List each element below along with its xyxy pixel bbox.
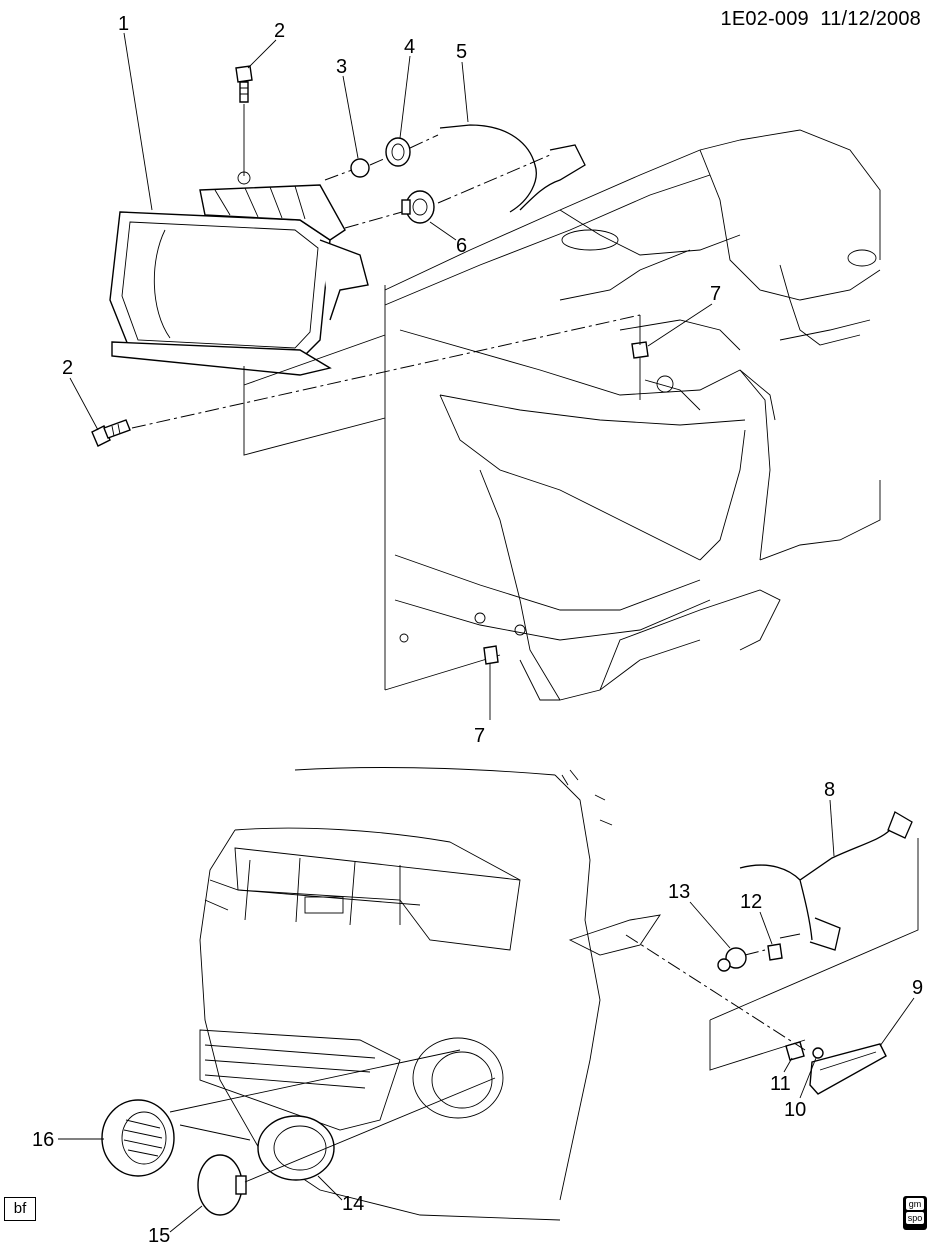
callout-6: 6 bbox=[456, 235, 467, 257]
logo-line1: gm bbox=[906, 1198, 924, 1210]
callout-7-bottom: 7 bbox=[474, 725, 485, 747]
callout-11: 11 bbox=[770, 1073, 791, 1095]
clip-7-lower bbox=[483, 645, 499, 665]
doc-id: 1E02-009 bbox=[720, 8, 809, 30]
vehicle-front-structure bbox=[384, 129, 881, 701]
callout-2-top: 2 bbox=[274, 20, 285, 42]
clip-12 bbox=[767, 943, 783, 961]
fog-lamp-housing-14 bbox=[257, 1115, 335, 1181]
fog-lamp-15 bbox=[197, 1154, 247, 1216]
clip-7-upper bbox=[631, 341, 649, 359]
bulb-3 bbox=[350, 158, 370, 178]
callout-2-bottom: 2 bbox=[62, 357, 73, 379]
callout-12: 12 bbox=[740, 891, 762, 913]
wiring-harness-5 bbox=[439, 124, 586, 213]
callout-15: 15 bbox=[148, 1225, 170, 1247]
upper-leader-lines bbox=[131, 104, 641, 720]
callout-13: 13 bbox=[668, 881, 690, 903]
callout-3: 3 bbox=[336, 56, 347, 78]
headlamp-assembly bbox=[109, 171, 369, 376]
callout-8: 8 bbox=[824, 779, 835, 801]
doc-date: 11/12/2008 bbox=[820, 8, 921, 30]
callout-1: 1 bbox=[118, 13, 129, 35]
diagram-header: 1E02-009 11/12/2008 bbox=[721, 8, 921, 31]
socket-6 bbox=[401, 190, 435, 224]
fog-lamp-bezel-16 bbox=[101, 1099, 175, 1177]
callout-7-top: 7 bbox=[710, 283, 721, 305]
bolt-upper bbox=[235, 65, 253, 103]
bolt-lower bbox=[91, 419, 131, 447]
callout-10: 10 bbox=[784, 1099, 806, 1121]
callout-5: 5 bbox=[456, 41, 467, 63]
callouts: 1 2 3 4 5 2 6 7 7 8 13 12 9 11 10 16 15 … bbox=[32, 13, 923, 1247]
callout-4: 4 bbox=[404, 36, 415, 58]
callout-16: 16 bbox=[32, 1129, 54, 1151]
callout-9: 9 bbox=[912, 977, 923, 999]
wiring-harness-8 bbox=[739, 811, 913, 951]
bulb-10 bbox=[812, 1047, 824, 1059]
corner-code-badge: bf bbox=[4, 1197, 36, 1221]
side-marker-lamp-9 bbox=[809, 1043, 887, 1095]
front-fascia bbox=[199, 767, 661, 1221]
logo-line2: spo bbox=[906, 1212, 924, 1224]
callout-14: 14 bbox=[342, 1193, 364, 1215]
socket-13 bbox=[717, 947, 747, 972]
gm-spo-logo: gm spo bbox=[903, 1196, 927, 1230]
lower-leader-lines bbox=[169, 838, 919, 1183]
socket-4 bbox=[385, 137, 411, 167]
